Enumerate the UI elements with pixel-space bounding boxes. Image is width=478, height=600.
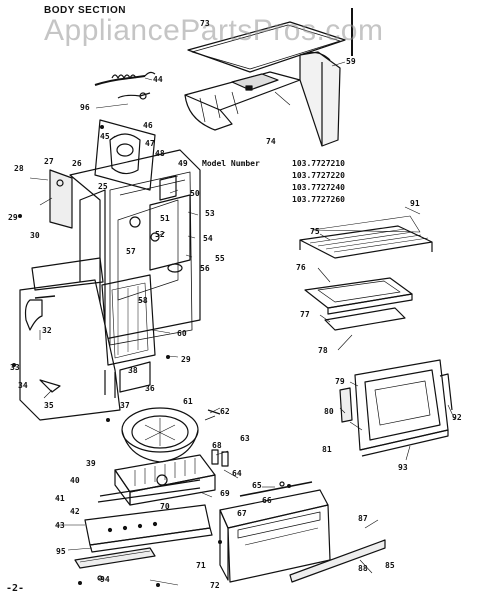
callout: 44 xyxy=(153,75,163,84)
callout: 26 xyxy=(72,159,82,168)
callout: 64 xyxy=(232,469,242,478)
callout: 35 xyxy=(44,401,54,410)
callout: 28 xyxy=(14,164,24,173)
screws xyxy=(12,125,291,587)
callout: 77 xyxy=(300,310,310,319)
callout: 45 xyxy=(100,132,110,141)
callout: 85 xyxy=(385,561,395,570)
callout: 30 xyxy=(30,231,40,240)
callout: 95 xyxy=(56,547,66,556)
model-number-4: 103.7727260 xyxy=(292,195,345,204)
callout: 52 xyxy=(155,230,165,239)
callout: 62 xyxy=(220,407,230,416)
page-number: -2- xyxy=(6,583,25,594)
model-number-3: 103.7727240 xyxy=(292,183,345,192)
callout: 29 xyxy=(8,213,18,222)
callout: 36 xyxy=(145,384,155,393)
callout: 25 xyxy=(98,182,108,191)
callout: 33 xyxy=(10,363,20,372)
side-panel xyxy=(19,257,121,421)
callout: 39 xyxy=(86,459,96,468)
callout: 91 xyxy=(410,199,420,208)
callout: 88 xyxy=(358,564,368,573)
callout: 79 xyxy=(335,377,345,386)
callout: 75 xyxy=(310,227,320,236)
broiler-pan xyxy=(304,277,413,331)
section-title: BODY SECTION xyxy=(44,5,126,16)
callout: 67 xyxy=(237,509,247,518)
callout: 93 xyxy=(398,463,408,472)
callout: 46 xyxy=(143,121,153,130)
callout: 69 xyxy=(220,489,230,498)
broiler-drawer xyxy=(97,454,216,506)
callout: 96 xyxy=(80,103,90,112)
callout: 29 xyxy=(181,355,191,364)
callout: 68 xyxy=(212,441,222,450)
callout: 55 xyxy=(215,254,225,263)
callout: 57 xyxy=(126,247,136,256)
callout: 59 xyxy=(346,57,356,66)
callout: 73 xyxy=(200,19,210,28)
watermark: AppliancePartsPros.com xyxy=(44,14,384,47)
callout: 81 xyxy=(322,445,332,454)
callout: 43 xyxy=(55,521,65,530)
oven-rack xyxy=(299,215,433,259)
callout: 54 xyxy=(203,234,213,243)
leader-lines xyxy=(29,61,456,586)
callout: 42 xyxy=(70,507,80,516)
cooktop-assembly xyxy=(184,21,346,147)
callout: 47 xyxy=(145,139,155,148)
callout: 53 xyxy=(205,209,215,218)
callout: 72 xyxy=(210,581,220,590)
storage-drawer xyxy=(219,481,386,583)
callout: 27 xyxy=(44,157,54,166)
callout: 92 xyxy=(452,413,462,422)
callout: 37 xyxy=(120,401,130,410)
callout: 94 xyxy=(100,575,110,584)
callout: 38 xyxy=(128,366,138,375)
model-number-2: 103.7727220 xyxy=(292,171,345,180)
wire-harness xyxy=(94,71,156,100)
callout: 49 xyxy=(178,159,188,168)
callout: 61 xyxy=(183,397,193,406)
callout: 40 xyxy=(70,476,80,485)
callout: 70 xyxy=(160,502,170,511)
callout: 34 xyxy=(18,381,28,390)
callout: 71 xyxy=(196,561,206,570)
burner-box xyxy=(121,407,229,467)
callout: 78 xyxy=(318,346,328,355)
callout: 48 xyxy=(155,149,165,158)
callout: 58 xyxy=(138,296,148,305)
callout: 50 xyxy=(190,189,200,198)
callout: 74 xyxy=(266,137,276,146)
callout: 76 xyxy=(296,263,306,272)
model-number-1: 103.7727210 xyxy=(292,159,345,168)
kick-plate xyxy=(74,547,156,581)
callout: 51 xyxy=(160,214,170,223)
callout: 56 xyxy=(200,264,210,273)
callout: 87 xyxy=(358,514,368,523)
broiler-tray xyxy=(84,504,213,553)
oven-liner-insulation xyxy=(101,274,156,398)
callout: 41 xyxy=(55,494,65,503)
model-number-label: Model Number xyxy=(202,159,260,168)
callout: 65 xyxy=(252,481,262,490)
callout: 63 xyxy=(240,434,250,443)
oven-door xyxy=(339,359,453,457)
callout: 60 xyxy=(177,329,187,338)
callout: 66 xyxy=(262,496,272,505)
callout: 80 xyxy=(324,407,334,416)
callout: 32 xyxy=(42,326,52,335)
